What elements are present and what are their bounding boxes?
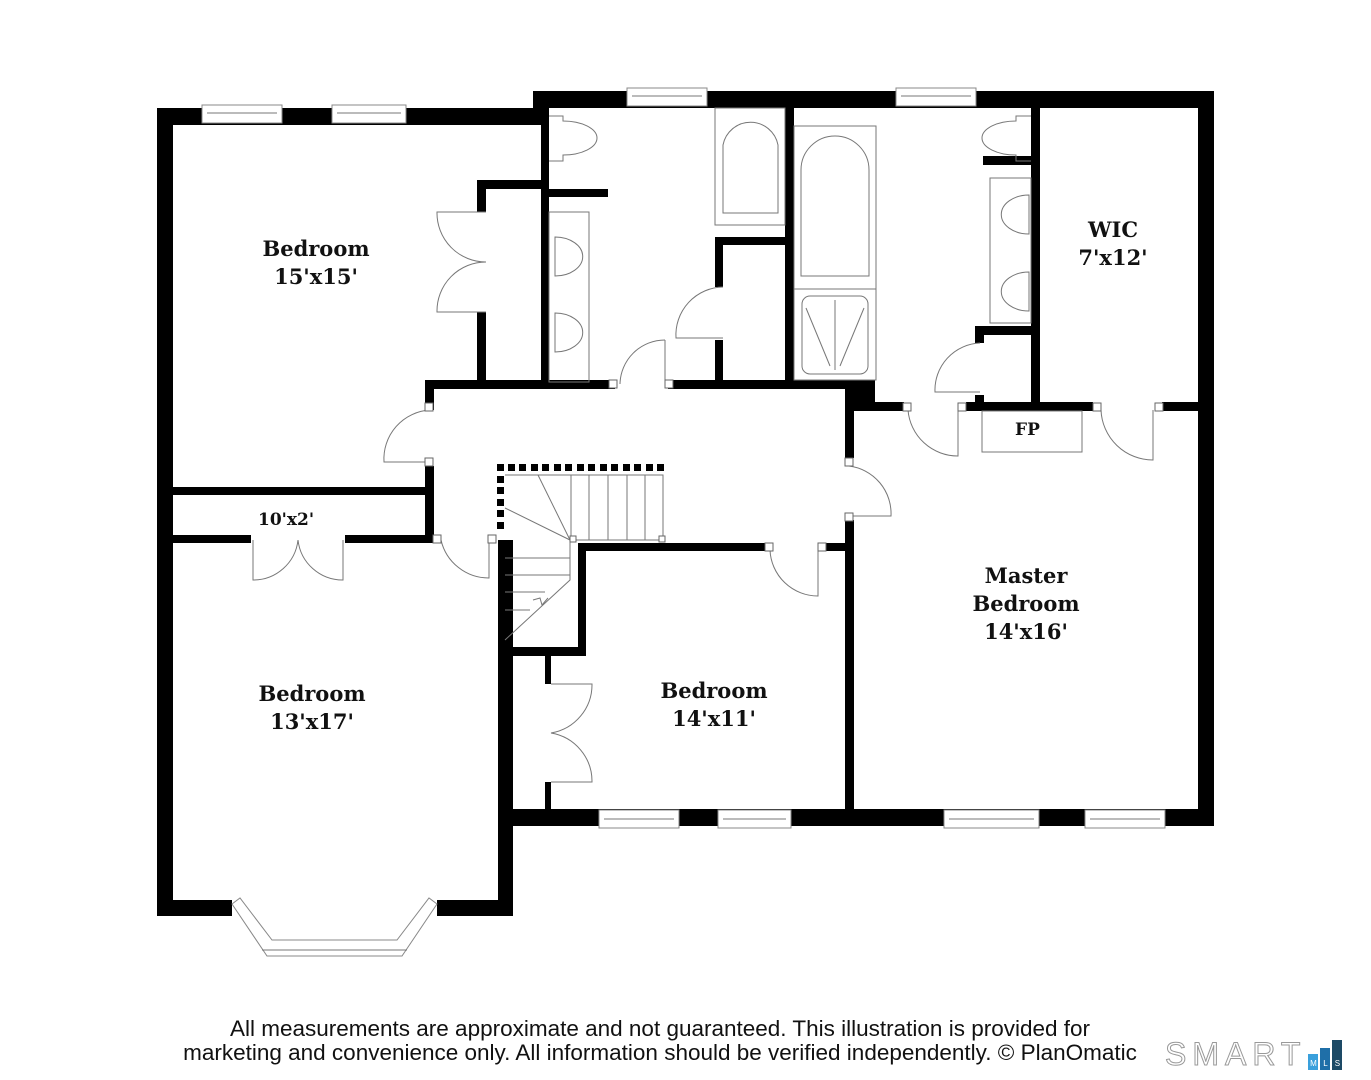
stair-railing xyxy=(497,464,664,529)
disclaimer: All measurements are approximate and not… xyxy=(140,1017,1180,1065)
room-name: Bedroom xyxy=(262,236,370,261)
logo-bar-l: L xyxy=(1320,1048,1331,1070)
logo-bar-s: S xyxy=(1332,1040,1343,1070)
room-dimensions: 13'x17' xyxy=(270,709,354,734)
room-label-wic: WIC 7'x12' xyxy=(1053,216,1173,272)
interior-walls xyxy=(173,108,1198,826)
fireplace-name: FP xyxy=(1015,420,1040,440)
windows xyxy=(201,87,1166,957)
room-dimensions: 10'x2' xyxy=(258,510,315,530)
room-name: Bedroom xyxy=(660,678,768,703)
room-name: Bedroom xyxy=(258,681,366,706)
room-label-bedroom-3: Bedroom 14'x11' xyxy=(634,677,794,733)
doors xyxy=(252,211,1154,783)
room-dimensions: 14'x16' xyxy=(984,619,1068,644)
outer-walls xyxy=(157,91,1214,916)
smart-mls-logo: SMART M L S xyxy=(1164,1036,1343,1072)
disclaimer-line-2: marketing and convenience only. All info… xyxy=(183,1040,1137,1065)
logo-letters: SMART xyxy=(1164,1036,1307,1072)
room-label-master-bedroom: Master Bedroom 14'x16' xyxy=(946,562,1106,646)
logo-bar-m: M xyxy=(1308,1054,1319,1070)
room-name: WIC xyxy=(1087,217,1139,242)
door-jambs xyxy=(424,379,1164,552)
fireplace-label: FP xyxy=(1015,420,1040,440)
room-label-bedroom-1: Bedroom 15'x15' xyxy=(236,235,396,291)
room-dimensions: 15'x15' xyxy=(274,264,358,289)
room-dimensions: 7'x12' xyxy=(1078,245,1148,270)
room-name-line2: Bedroom xyxy=(972,591,1080,616)
room-label-closet-hall: 10'x2' xyxy=(258,510,314,530)
disclaimer-line-1: All measurements are approximate and not… xyxy=(229,1016,1091,1041)
room-name-line1: Master xyxy=(984,563,1068,588)
room-dimensions: 14'x11' xyxy=(672,706,756,731)
room-label-bedroom-2: Bedroom 13'x17' xyxy=(232,680,392,736)
bathroom-fixtures xyxy=(548,107,1083,453)
staircase xyxy=(504,474,664,641)
